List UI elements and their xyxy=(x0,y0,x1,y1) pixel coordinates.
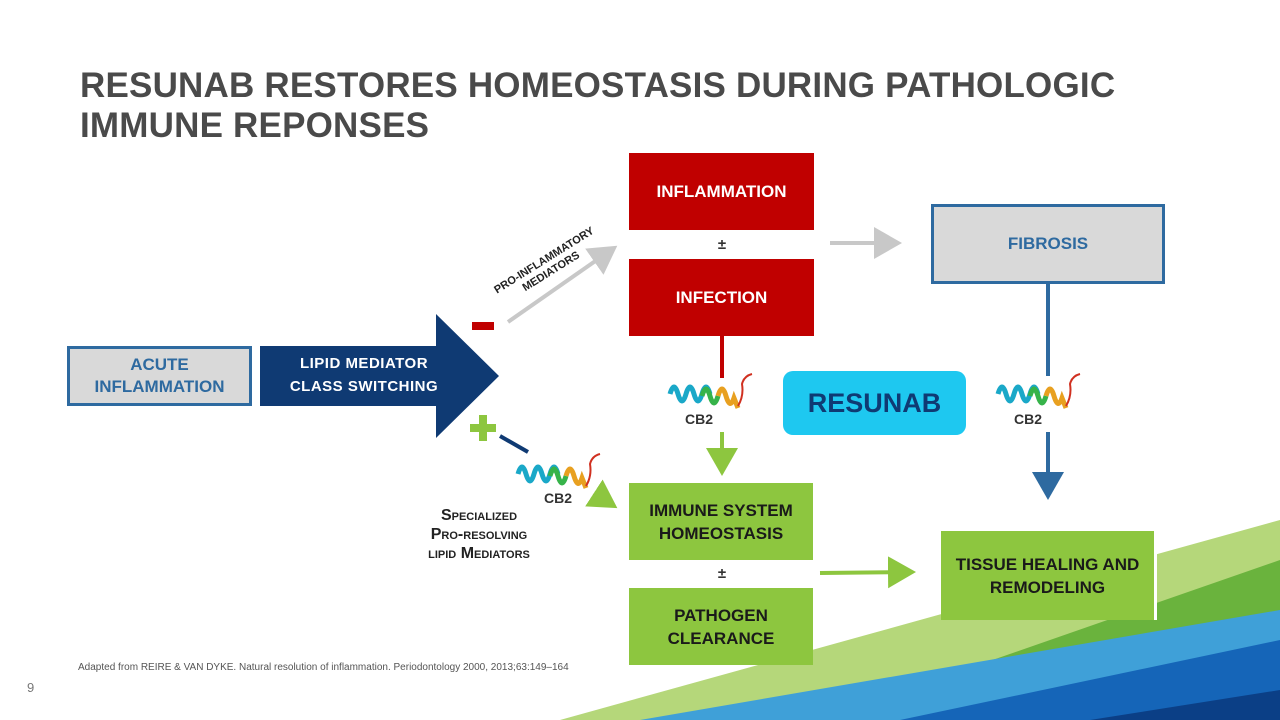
inhibit-minus-sign xyxy=(472,322,494,330)
pathogen-clearance-label: PATHOGEN CLEARANCE xyxy=(667,605,775,648)
navy-wedge xyxy=(1090,690,1280,720)
arrow-cb2-to-homeostasis xyxy=(585,479,618,509)
plus-to-cb2-line xyxy=(499,434,529,454)
arrow-to-inflammation xyxy=(506,245,618,324)
inflammation-label: INFLAMMATION xyxy=(656,181,787,201)
spm-label: Specialized Pro-resolving lipid Mediator… xyxy=(404,506,554,563)
spm-line-3: lipid Mediators xyxy=(428,545,530,562)
tissue-healing-box: TISSUE HEALING AND REMODELING xyxy=(941,531,1157,620)
plus-minus-upper: ± xyxy=(717,236,727,253)
cb2-left-label: CB2 xyxy=(544,490,573,506)
spm-line-2: Pro-resolving xyxy=(430,526,528,543)
citation: Adapted from REIRE & VAN DYKE. Natural r… xyxy=(78,662,569,673)
blue-wedge xyxy=(900,640,1280,720)
cb2-right-label: CB2 xyxy=(1014,411,1043,427)
promote-plus-sign xyxy=(470,415,496,441)
infection-box: INFECTION xyxy=(629,259,814,336)
immune-homeostasis-label: IMMUNE SYSTEM HOMEOSTASIS xyxy=(649,500,793,543)
fibrosis-label: FIBROSIS xyxy=(1007,234,1089,253)
infection-label: INFECTION xyxy=(675,287,768,307)
acute-inflammation-box: ACUTE INFLAMMATION xyxy=(67,346,252,406)
tissue-healing-label: TISSUE HEALING AND REMODELING xyxy=(955,554,1140,597)
fibrosis-box: FIBROSIS xyxy=(931,204,1165,284)
page-title: RESUNAB RESTORES HOMEOSTASIS DURING PATH… xyxy=(80,66,1116,145)
cb2-center-label: CB2 xyxy=(685,411,714,427)
pathogen-clearance-box: PATHOGEN CLEARANCE xyxy=(629,588,813,665)
lipid-mediator-arrow xyxy=(260,314,499,438)
cb2-receptor-protein-icon xyxy=(667,373,753,409)
cb2-receptor-protein-icon xyxy=(515,453,601,489)
immune-homeostasis-box: IMMUNE SYSTEM HOMEOSTASIS xyxy=(629,483,813,560)
cb2-receptor-protein-icon xyxy=(995,373,1081,409)
resunab-label: RESUNAB xyxy=(807,387,942,418)
acute-inflammation-label: ACUTE INFLAMMATION xyxy=(94,355,225,396)
resunab-badge: RESUNAB xyxy=(783,371,966,435)
page-number: 9 xyxy=(27,680,35,695)
plus-minus-lower: ± xyxy=(717,565,727,582)
inflammation-box: INFLAMMATION xyxy=(629,153,814,230)
lipid-mediator-label: LIPID MEDIATOR CLASS SWITCHING xyxy=(289,355,439,395)
arrow-to-tissue-healing-green xyxy=(819,556,916,589)
spm-line-1: Specialized xyxy=(440,507,518,524)
